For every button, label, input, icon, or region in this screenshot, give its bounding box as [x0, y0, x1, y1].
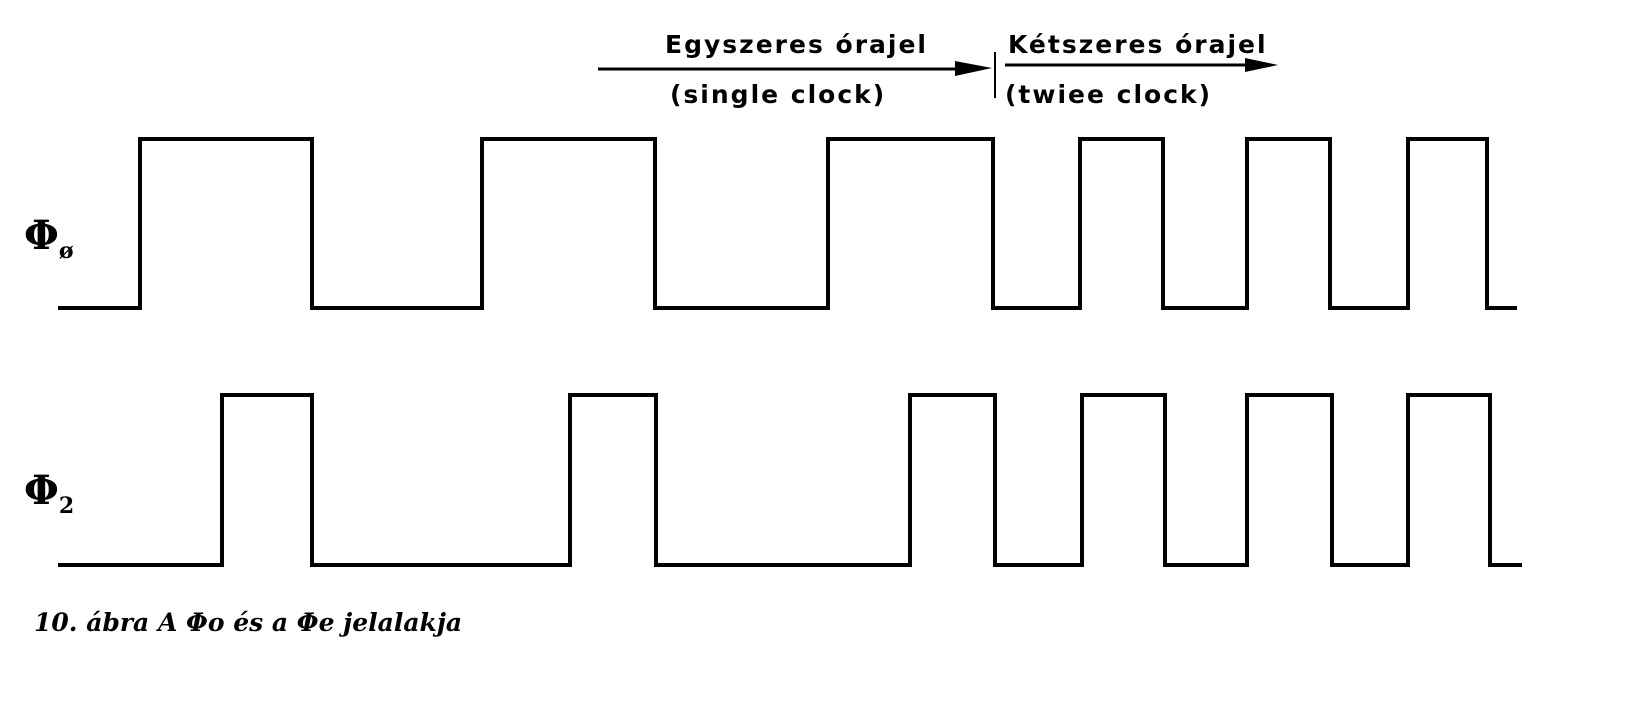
twice-clock-title: Kétszeres órajel — [1008, 30, 1268, 59]
arrowhead-icon — [955, 61, 992, 76]
phi0-label: Φø — [24, 212, 74, 264]
phi2-label: Φ2 — [24, 467, 75, 519]
mode-arrows — [598, 52, 1278, 98]
phi0-waveform — [58, 137, 1517, 310]
single-clock-title: Egyszeres órajel — [665, 30, 928, 59]
arrowhead-icon — [1245, 58, 1278, 72]
figure-caption: 10. ábra A Φo és a Φe jelalakja — [34, 608, 463, 637]
single-clock-subtitle: (single clock) — [670, 80, 887, 109]
phi2-waveform — [58, 393, 1522, 567]
twice-clock-subtitle: (twiee clock) — [1005, 80, 1213, 109]
